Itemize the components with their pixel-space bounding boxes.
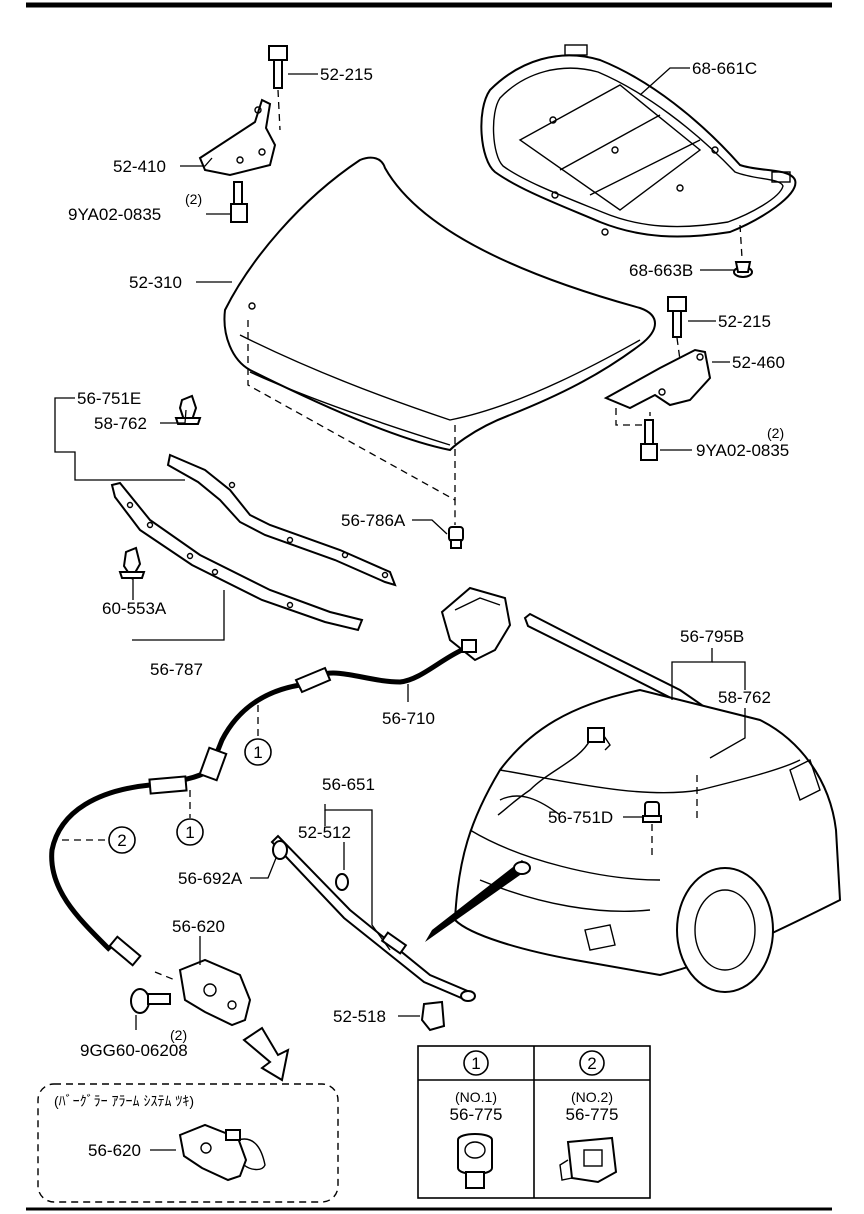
label-56-620: 56-620 <box>172 917 225 936</box>
hood-bumper[interactable] <box>448 526 464 549</box>
insulator-to-clip-line <box>739 224 743 259</box>
right-hood-hinge[interactable] <box>603 348 712 410</box>
hood-lock[interactable] <box>154 958 252 1027</box>
label-52-410: 52-410 <box>113 157 166 176</box>
label-52-460: 52-460 <box>732 353 785 372</box>
label-68-661c: 68-661C <box>692 59 757 78</box>
label-60-553a: 60-553A <box>102 599 167 618</box>
label-52-310: 52-310 <box>129 273 182 292</box>
label-9ya02-0835-right: 9YA02-0835 <box>696 441 789 460</box>
install-arrow <box>425 860 531 942</box>
label-56-787: 56-787 <box>150 660 203 679</box>
right-hinge-lower-bolt[interactable] <box>640 419 658 461</box>
seal-fastener-top[interactable] <box>174 394 202 425</box>
left-hinge-bolt[interactable] <box>268 45 288 89</box>
label-52-215-right: 52-215 <box>718 312 771 331</box>
front-seal-lower[interactable] <box>110 481 364 632</box>
label-56-692a: 56-692A <box>178 869 243 888</box>
label-9gg60-06208: 9GG60-06208 <box>80 1041 188 1060</box>
label-qty-lock: (2) <box>170 1027 187 1043</box>
label-56-651: 56-651 <box>322 775 375 794</box>
inset-label-56-620: 56-620 <box>88 1141 141 1160</box>
prop-rod-grommet[interactable] <box>335 873 349 891</box>
legend-part-2: 56-775 <box>566 1105 619 1124</box>
front-seal-upper[interactable] <box>166 453 397 587</box>
prop-rod-clip[interactable] <box>272 840 288 860</box>
label-9ya02-0835-left: 9YA02-0835 <box>68 205 161 224</box>
hood-insulator[interactable] <box>480 44 797 238</box>
label-56-786a: 56-786A <box>341 511 406 530</box>
prop-rod-holder[interactable] <box>420 1000 446 1032</box>
label-52-512: 52-512 <box>298 823 351 842</box>
seal-clip[interactable] <box>118 546 146 580</box>
release-cable[interactable] <box>49 647 464 967</box>
label-qty-right: (2) <box>767 425 784 441</box>
left-hood-hinge[interactable] <box>198 98 277 177</box>
lock-arrow <box>242 1026 290 1082</box>
hood-latch-release[interactable] <box>440 586 512 662</box>
burglar-alarm-inset: (ﾊﾞｰｸﾞﾗｰ ｱﾗｰﾑ ｼｽﾃﾑ ﾂｷ) 56-620 <box>37 1083 339 1203</box>
clip-no2-icon <box>559 1136 618 1184</box>
legend-sub-2: (NO.2) <box>571 1089 613 1105</box>
clip-legend-table: 1 2 (NO.1) 56-775 (NO.2) 56-775 <box>417 1045 651 1199</box>
label-56-751d: 56-751D <box>548 808 613 827</box>
svg-text:1: 1 <box>253 743 262 762</box>
vehicle-wire <box>497 727 605 816</box>
label-56-795b: 56-795B <box>680 627 744 646</box>
label-52-518: 52-518 <box>333 1007 386 1026</box>
hood-prop-rod[interactable] <box>270 834 476 1002</box>
insulator-clip[interactable] <box>733 261 753 278</box>
legend-sub-1: (NO.1) <box>455 1089 497 1105</box>
label-qty-left: (2) <box>185 191 202 207</box>
right-hinge-bolt[interactable] <box>667 296 687 338</box>
clip-no1-icon <box>457 1133 493 1189</box>
hood-to-seal-line <box>247 320 456 525</box>
callout-2: 2 <box>62 826 136 854</box>
legend-part-1: 56-775 <box>450 1105 503 1124</box>
lock-bolt[interactable] <box>130 988 171 1014</box>
callout-1a: 1 <box>244 705 272 766</box>
callout-1b: 1 <box>176 790 204 846</box>
leader-lines <box>54 67 746 1030</box>
label-56-751e: 56-751E <box>77 389 141 408</box>
inset-title: (ﾊﾞｰｸﾞﾗｰ ｱﾗｰﾑ ｼｽﾃﾑ ﾂｷ) <box>54 1093 194 1109</box>
label-58-762-left: 58-762 <box>94 414 147 433</box>
inset-lock[interactable] <box>178 1123 266 1182</box>
hood-stopper[interactable] <box>642 801 662 823</box>
legend-num-1: 1 <box>471 1054 480 1073</box>
legend-num-2: 2 <box>587 1054 596 1073</box>
label-58-762-right: 58-762 <box>718 688 771 707</box>
hood-panel[interactable] <box>223 156 656 452</box>
left-hinge-lower-bolt[interactable] <box>230 181 248 223</box>
label-52-215-left: 52-215 <box>320 65 373 84</box>
vehicle-front-view <box>453 688 842 993</box>
svg-text:1: 1 <box>185 823 194 842</box>
label-68-663b: 68-663B <box>629 261 693 280</box>
svg-text:2: 2 <box>117 831 126 850</box>
label-56-710: 56-710 <box>382 709 435 728</box>
